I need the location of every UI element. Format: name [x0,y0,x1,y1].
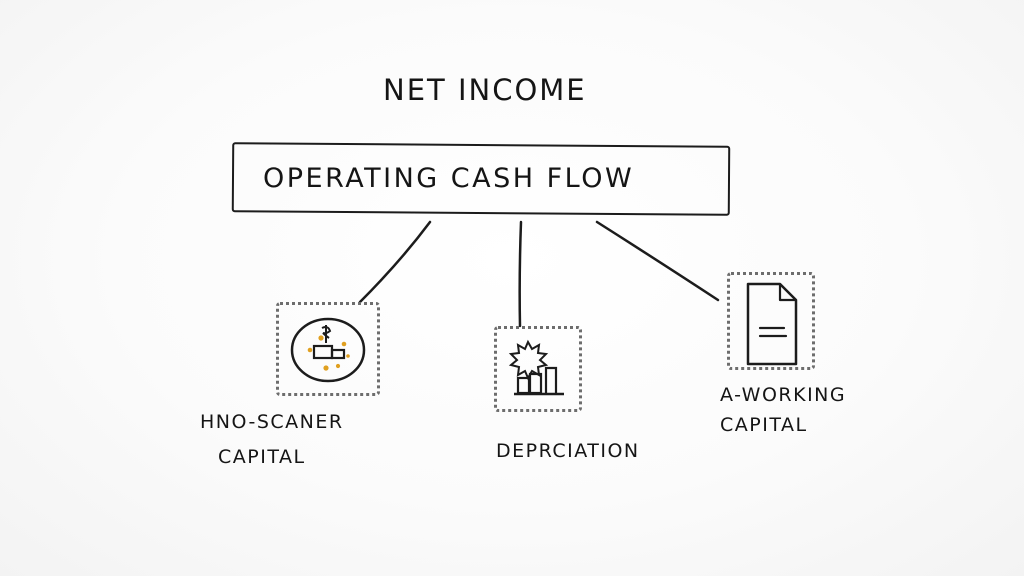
node-left-frame [276,302,380,396]
connector-middle [518,220,523,328]
node-left-label-line2: CAPITAL [218,446,306,468]
node-left-label-line1: HNO-SCANER [200,411,344,433]
main-box-label: OPERATING CASH FLOW [263,163,635,194]
node-right-frame [727,272,815,370]
bar-chart-burst-icon [508,339,564,396]
node-right-label-line2: CAPITAL [720,414,808,436]
coin-machine-icon [290,317,366,383]
node-middle-label: DEPRCIATION [496,440,640,462]
node-middle-frame [494,326,582,412]
connector-left [358,220,432,304]
diagram-title: NET INCOME [383,73,587,107]
connector-right [595,220,720,302]
node-right-label-line1: A-WORKING [720,384,847,406]
document-icon [746,282,798,366]
